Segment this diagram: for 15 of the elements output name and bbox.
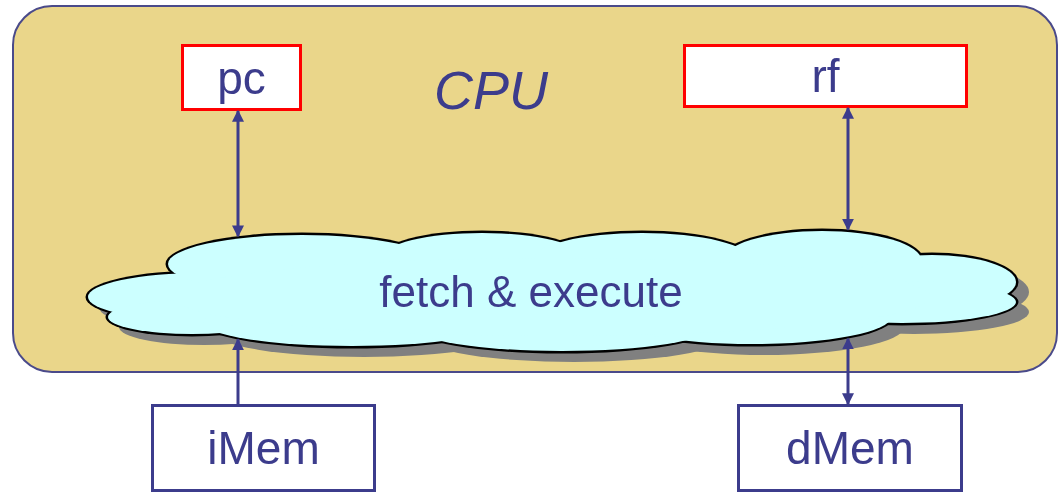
cpu-box (12, 5, 1058, 373)
node-label: rf (811, 49, 840, 103)
memory-box (737, 404, 963, 492)
cpu-heading: CPU (434, 59, 548, 121)
node-label: dMem (786, 421, 914, 475)
arrow (232, 338, 244, 404)
arrow (842, 106, 854, 231)
node-label: fetch & execute (379, 267, 683, 317)
register-box (181, 44, 302, 111)
arrow (232, 109, 244, 238)
arrow (842, 337, 854, 406)
memory-box (151, 404, 376, 492)
node-label: iMem (207, 421, 320, 475)
register-box (683, 44, 968, 108)
node-label: pc (217, 50, 266, 105)
